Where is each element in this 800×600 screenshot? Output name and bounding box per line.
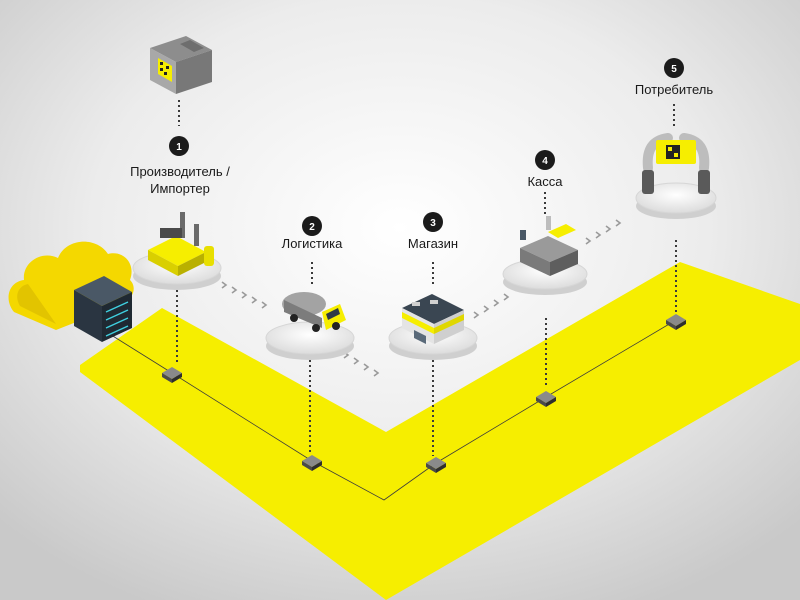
shop-icon — [402, 294, 464, 344]
tanker-truck-icon — [282, 292, 346, 332]
ground-band — [80, 262, 800, 600]
step-badge — [664, 58, 684, 78]
step-number: 3 — [430, 218, 436, 229]
flow-connectors — [221, 219, 622, 377]
vertical-connectors — [176, 240, 677, 456]
step-badge — [423, 212, 443, 232]
step-number: 5 — [671, 64, 677, 75]
station-shop: 3 Магазин — [388, 212, 478, 360]
step-number: 4 — [542, 156, 548, 167]
network-node-icon — [162, 314, 686, 473]
step-label: Касса — [527, 174, 563, 189]
factory-icon — [148, 212, 214, 276]
step-number: 1 — [176, 142, 182, 153]
step-label: Производитель / — [130, 164, 230, 179]
station-logistics: 2 Логистика — [265, 216, 355, 360]
step-badge — [302, 216, 322, 236]
step-label: Импортер — [150, 181, 210, 196]
step-label: Логистика — [282, 236, 343, 251]
station-checkout: 4 Касса — [502, 150, 588, 295]
station-factory: 1 Производитель / Импортер — [130, 136, 230, 290]
step-badge — [535, 150, 555, 170]
step-badge — [169, 136, 189, 156]
cash-register-icon — [520, 216, 578, 276]
step-number: 2 — [309, 222, 315, 233]
smartphone-qr-icon — [642, 133, 710, 194]
marked-box-icon — [150, 36, 212, 94]
station-consumer: 5 Потребитель — [635, 58, 717, 219]
step-label: Потребитель — [635, 82, 713, 97]
step-label: Магазин — [408, 236, 458, 251]
cloud-server-icon — [8, 241, 134, 342]
